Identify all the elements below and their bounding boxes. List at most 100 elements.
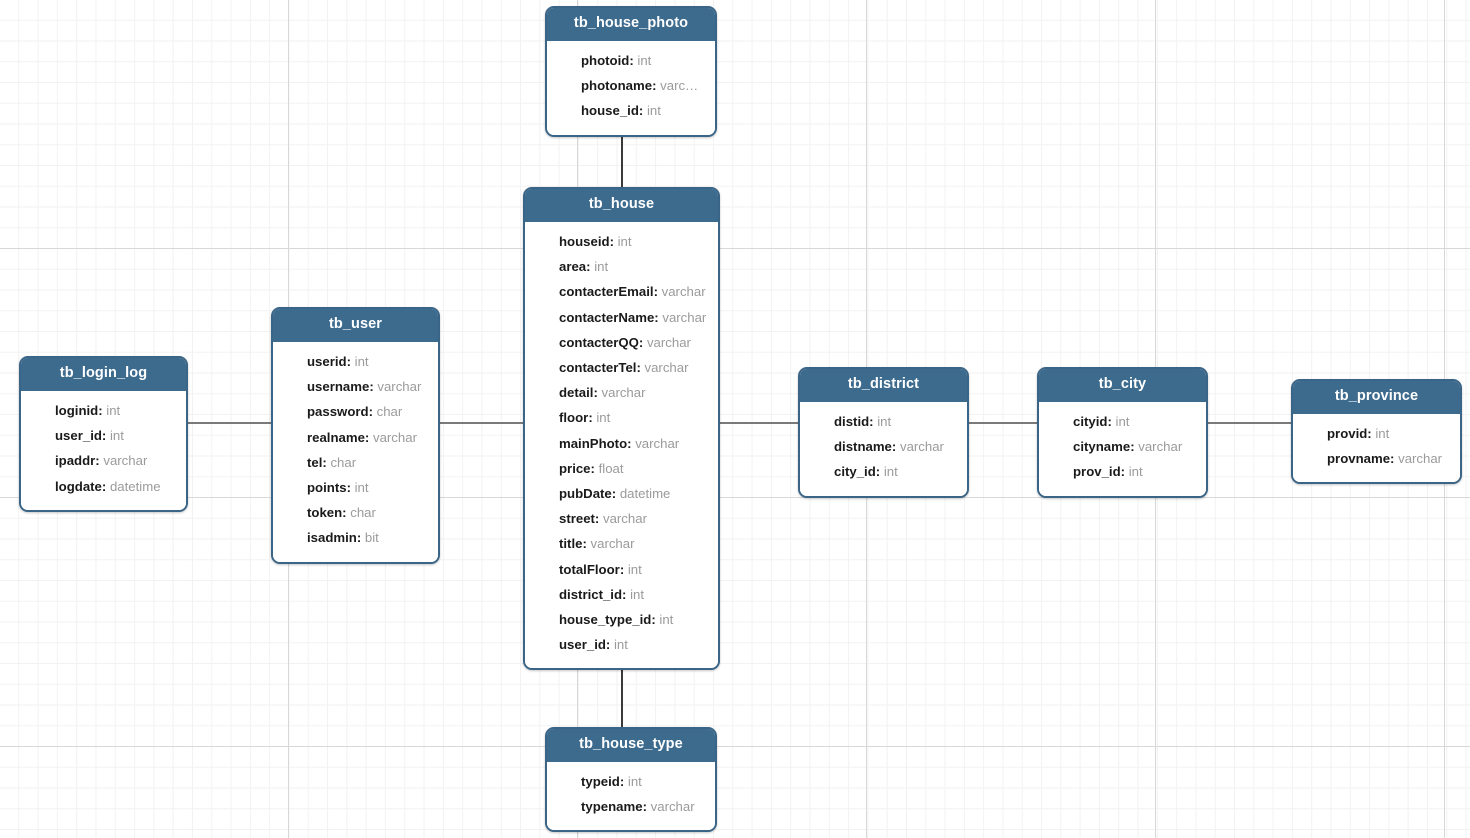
field-row[interactable]: isadmin: bit [273,525,438,550]
connector-photo-house[interactable] [621,131,623,187]
field-type: char [330,454,357,470]
field-row[interactable]: userid: int [273,349,438,374]
field-separator: : [891,439,900,455]
field-row[interactable]: password: char [273,399,438,424]
field-separator: : [605,637,614,653]
connector-house-district[interactable] [720,422,798,424]
entity-title-tb_district: tb_district [800,369,967,402]
field-type: int [106,402,121,418]
field-type: int [883,464,898,480]
field-separator: : [582,536,591,552]
field-row[interactable]: typeid: int [547,769,715,794]
field-separator: : [638,103,647,119]
field-row[interactable]: title: varchar [525,531,718,556]
connector-city-province[interactable] [1208,422,1291,424]
field-row[interactable]: floor: int [525,405,718,430]
field-row[interactable]: provid: int [1293,421,1460,446]
field-row[interactable]: district_id: int [525,582,718,607]
field-separator: : [346,479,355,495]
field-row[interactable]: photoid: int [547,48,715,73]
entity-title-tb_house_photo: tb_house_photo [547,8,715,41]
field-row[interactable]: price: float [525,456,718,481]
connector-district-city[interactable] [969,422,1037,424]
field-row[interactable]: area: int [525,254,718,279]
field-row[interactable]: ipaddr: varchar [21,448,186,473]
field-row[interactable]: tel: char [273,450,438,475]
field-name: price [559,460,591,476]
field-separator: : [629,52,638,68]
entity-title-tb_house: tb_house [525,189,718,222]
field-separator: : [652,78,661,94]
field-name: cityname [1073,439,1131,455]
field-row[interactable]: distname: varchar [800,434,967,459]
field-row[interactable]: house_type_id: int [525,607,718,632]
field-type: int [1375,425,1390,441]
field-row[interactable]: typename: varchar [547,794,715,819]
field-name: isadmin [307,530,357,546]
field-name: mainPhoto [559,435,628,451]
field-row[interactable]: cityname: varchar [1039,434,1206,459]
field-separator: : [642,799,651,815]
field-name: district_id [559,586,623,602]
field-row[interactable]: token: char [273,500,438,525]
connector-loginlog-user[interactable] [188,422,271,424]
field-type: int [877,413,892,429]
field-row[interactable]: contacterName: varchar [525,305,718,330]
field-row[interactable]: house_id: int [547,98,715,123]
field-row[interactable]: contacterQQ: varchar [525,330,718,355]
field-separator: : [590,460,599,476]
field-row[interactable]: loginid: int [21,398,186,423]
field-type: int [354,479,369,495]
field-name: loginid [55,402,99,418]
field-row[interactable]: detail: varchar [525,380,718,405]
field-row[interactable]: mainPhoto: varchar [525,431,718,456]
field-row[interactable]: pubDate: datetime [525,481,718,506]
field-row[interactable]: realname: varchar [273,425,438,450]
field-row[interactable]: houseid: int [525,229,718,254]
field-name: contacterQQ [559,334,639,350]
field-row[interactable]: prov_id: int [1039,459,1206,484]
field-type: int [354,353,369,369]
field-separator: : [586,259,595,275]
field-row[interactable]: contacterEmail: varchar [525,279,718,304]
field-row[interactable]: distid: int [800,409,967,434]
field-type: int [627,773,642,789]
field-name: username [307,379,370,395]
field-row[interactable]: user_id: int [525,632,718,657]
field-row[interactable]: photoname: varc… [547,73,715,98]
field-row[interactable]: provname: varchar [1293,446,1460,471]
field-type: varchar [377,379,422,395]
field-row[interactable]: contacterTel: varchar [525,355,718,380]
field-separator: : [101,478,110,494]
field-row[interactable]: points: int [273,475,438,500]
field-name: detail [559,385,594,401]
connector-house-housetype[interactable] [621,666,623,727]
field-type: varchar [372,429,417,445]
field-type: varchar [650,799,695,815]
field-separator: : [369,379,378,395]
field-type: int [596,410,611,426]
field-row[interactable]: username: varchar [273,374,438,399]
field-row[interactable]: cityid: int [1039,409,1206,434]
field-name: prov_id [1073,464,1121,480]
field-row[interactable]: street: varchar [525,506,718,531]
field-type: int [617,233,632,249]
connector-user-house[interactable] [440,422,523,424]
field-row[interactable]: logdate: datetime [21,474,186,499]
field-separator: : [654,309,663,325]
field-name: totalFloor [559,561,620,577]
field-row[interactable]: city_id: int [800,459,967,484]
field-row[interactable]: totalFloor: int [525,557,718,582]
field-row[interactable]: user_id: int [21,423,186,448]
field-separator: : [368,404,377,420]
